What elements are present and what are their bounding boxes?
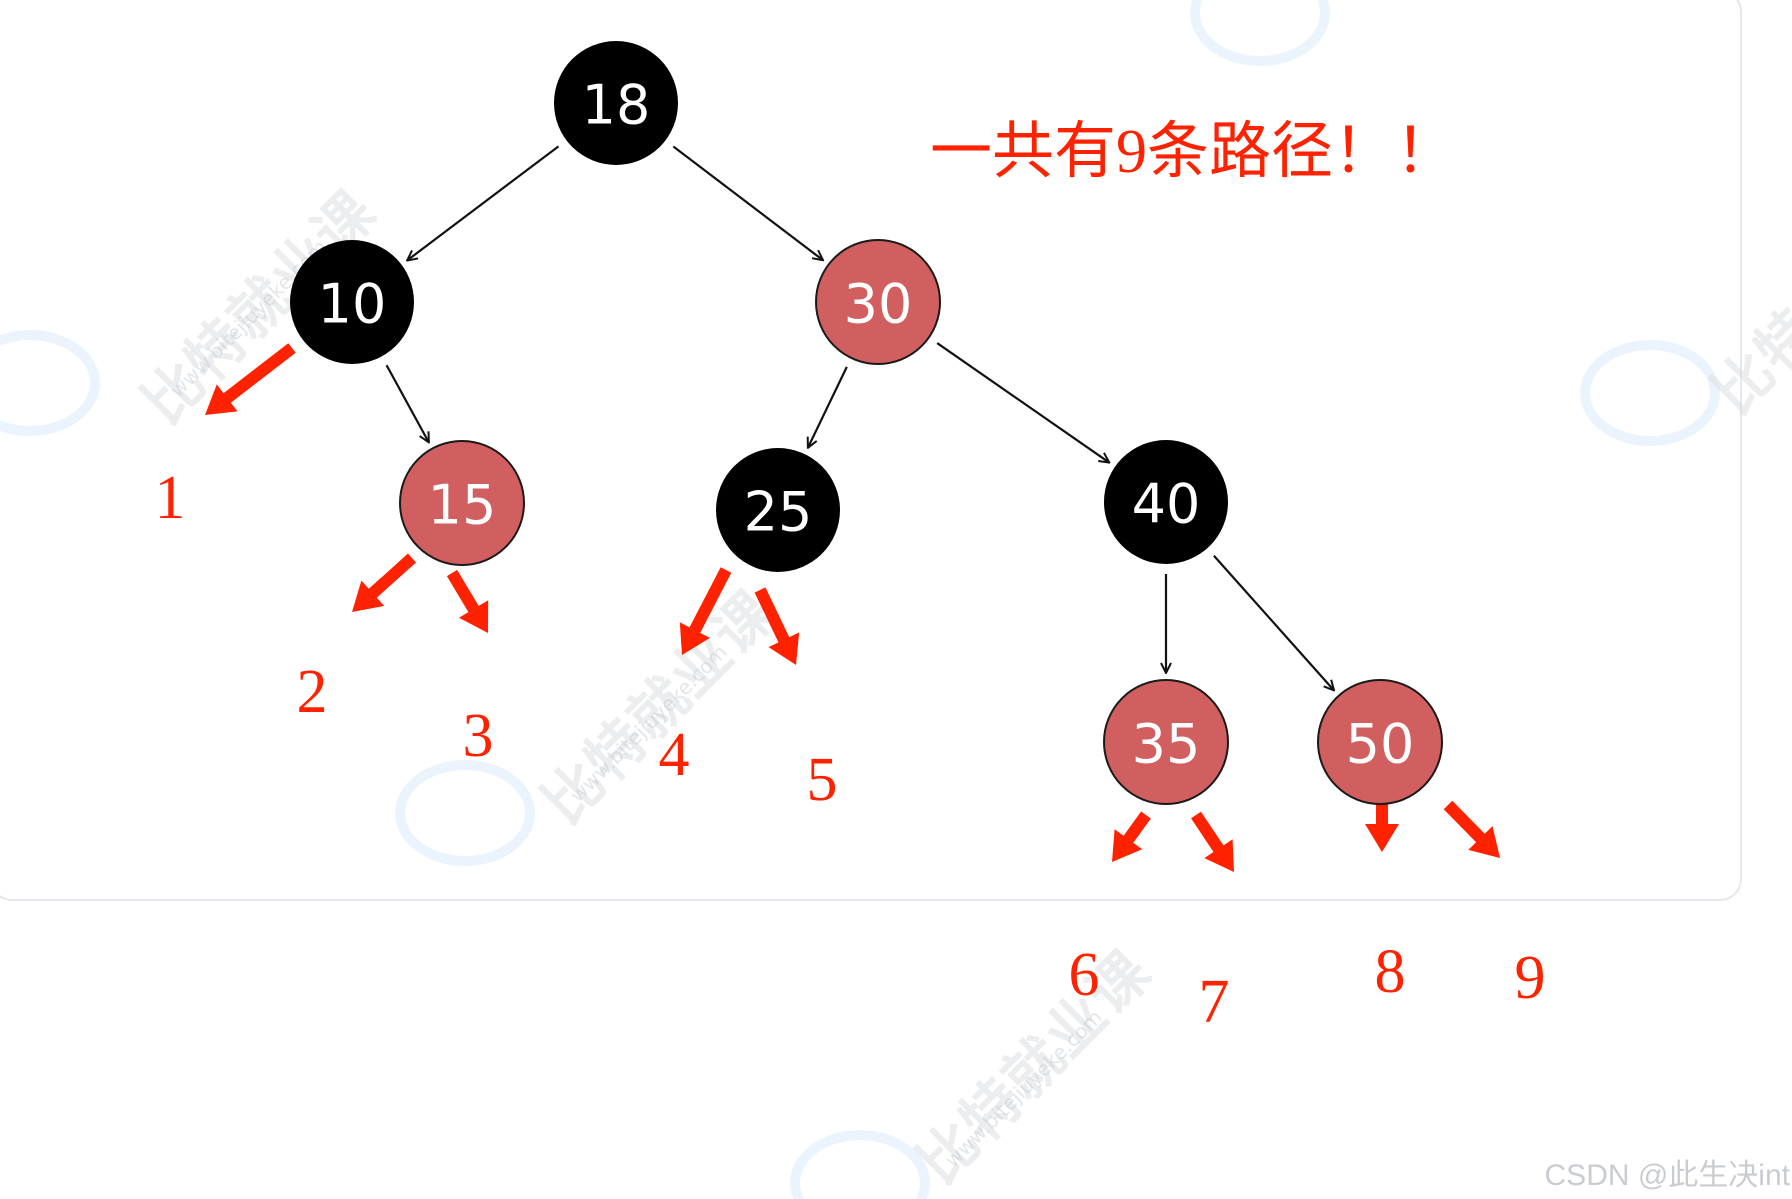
path-arrow-2 [352,553,416,612]
path-arrow-1 [205,343,296,415]
node-value: 18 [582,74,651,137]
watermark-logo-icon [0,330,100,436]
node-circle-red [399,440,525,566]
tree-node-10: 10 [290,240,414,364]
path-label-5: 5 [807,746,838,814]
path-arrow-6 [1112,811,1151,862]
diagram-panel [0,0,1742,901]
node-circle-red [1103,679,1229,805]
tree-edge-n18-n10 [408,145,560,260]
tree-node-25: 25 [716,448,840,572]
tree-node-50: 50 [1317,679,1443,805]
path-arrow-3 [446,569,489,633]
node-value: 10 [318,273,387,336]
node-circle-black [716,448,840,572]
path-label-6: 6 [1069,941,1100,1009]
node-circle-black [554,41,678,165]
path-arrow-8 [1365,802,1399,852]
watermark-logo-icon [1580,340,1720,446]
node-value: 30 [844,273,913,336]
node-value: 35 [1132,713,1201,776]
node-value: 40 [1132,473,1201,536]
tree-edge-n10-n15 [385,364,429,441]
path-count-note: 一共有9条路径！！ [930,118,1458,186]
node-circle-black [290,240,414,364]
tree-edge-n40-n50 [1213,555,1333,690]
node-circle-black [1104,440,1228,564]
path-label-1: 1 [155,464,186,532]
node-circle-red [815,239,941,365]
tree-edge-n30-n40 [936,342,1108,462]
path-label-3: 3 [463,702,494,770]
node-value: 50 [1346,713,1415,776]
watermark-logo-icon [790,1130,930,1199]
tree-edge-n18-n30 [672,145,822,260]
path-label-8: 8 [1375,938,1406,1006]
tree-node-30: 30 [815,239,941,365]
path-label-4: 4 [659,721,690,789]
path-arrow-9 [1443,800,1500,858]
path-label-7: 7 [1199,968,1230,1036]
node-circle-red [1317,679,1443,805]
tree-node-18: 18 [554,41,678,165]
node-value: 15 [428,474,497,537]
tree-node-15: 15 [399,440,525,566]
node-value: 25 [744,481,813,544]
tree-node-40: 40 [1104,440,1228,564]
csdn-credit: CSDN @此生决int [1544,1159,1790,1192]
path-arrow-5 [754,587,800,665]
path-label-2: 2 [297,658,328,726]
path-arrow-7 [1191,811,1234,872]
tree-edge-n30-n25 [808,366,848,447]
path-arrow-4 [679,567,732,655]
tree-node-35: 35 [1103,679,1229,805]
path-label-9: 9 [1515,944,1546,1012]
watermark-logo-icon [395,760,535,866]
